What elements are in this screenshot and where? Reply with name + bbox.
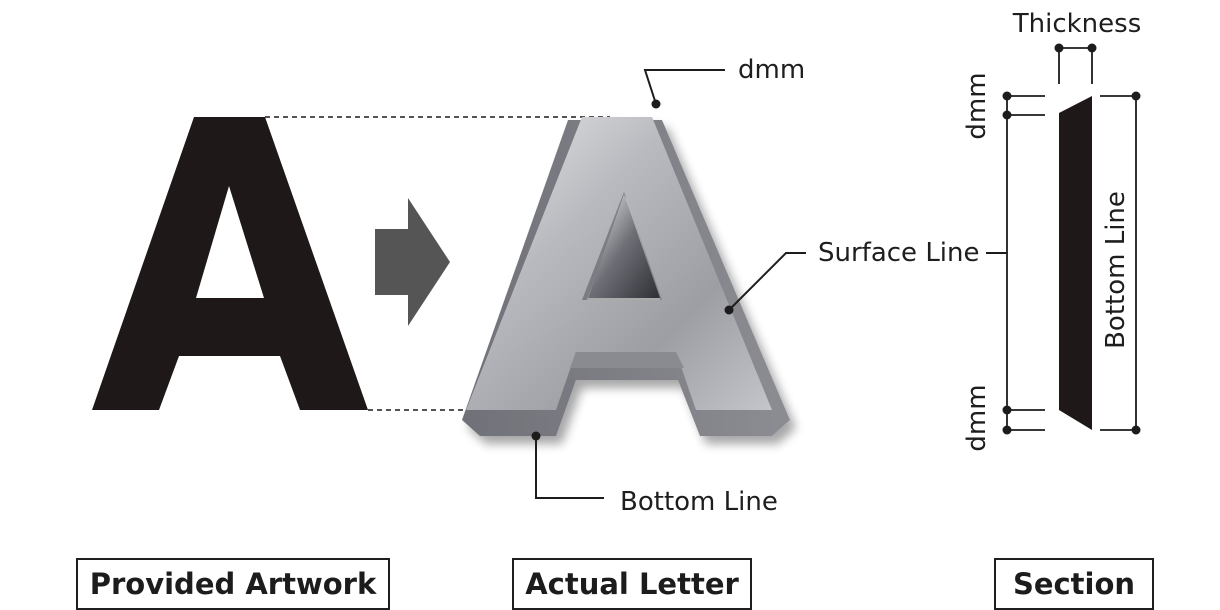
label-surface-line: Surface Line [818,238,980,268]
transform-arrow-icon [375,198,450,326]
artwork-letter-a [92,117,368,410]
leader-dmm-top [643,69,725,105]
label-dmm-top: dmm [738,55,805,85]
leader-surface-line [728,252,806,311]
leader-dot-surface-line [724,305,734,315]
label-thickness: Thickness [1012,9,1142,39]
section-view: Thickness dmm dmm Bottom Line [962,9,1141,452]
caption-section: Section [994,558,1154,610]
caption-actual-letter: Actual Letter [512,558,752,610]
label-section-bottom-line: Bottom Line [1101,191,1131,349]
leader-dot-bottom-line [531,431,541,441]
section-profile [1059,96,1092,430]
label-section-dmm-bottom: dmm [962,384,992,451]
leader-bottom-line [535,436,604,499]
actual-letter-a [462,117,790,436]
caption-provided-artwork: Provided Artwork [76,558,390,610]
leader-dot-dmm-top [651,99,661,109]
label-section-dmm-top: dmm [962,72,992,139]
label-bottom-line: Bottom Line [620,487,778,517]
